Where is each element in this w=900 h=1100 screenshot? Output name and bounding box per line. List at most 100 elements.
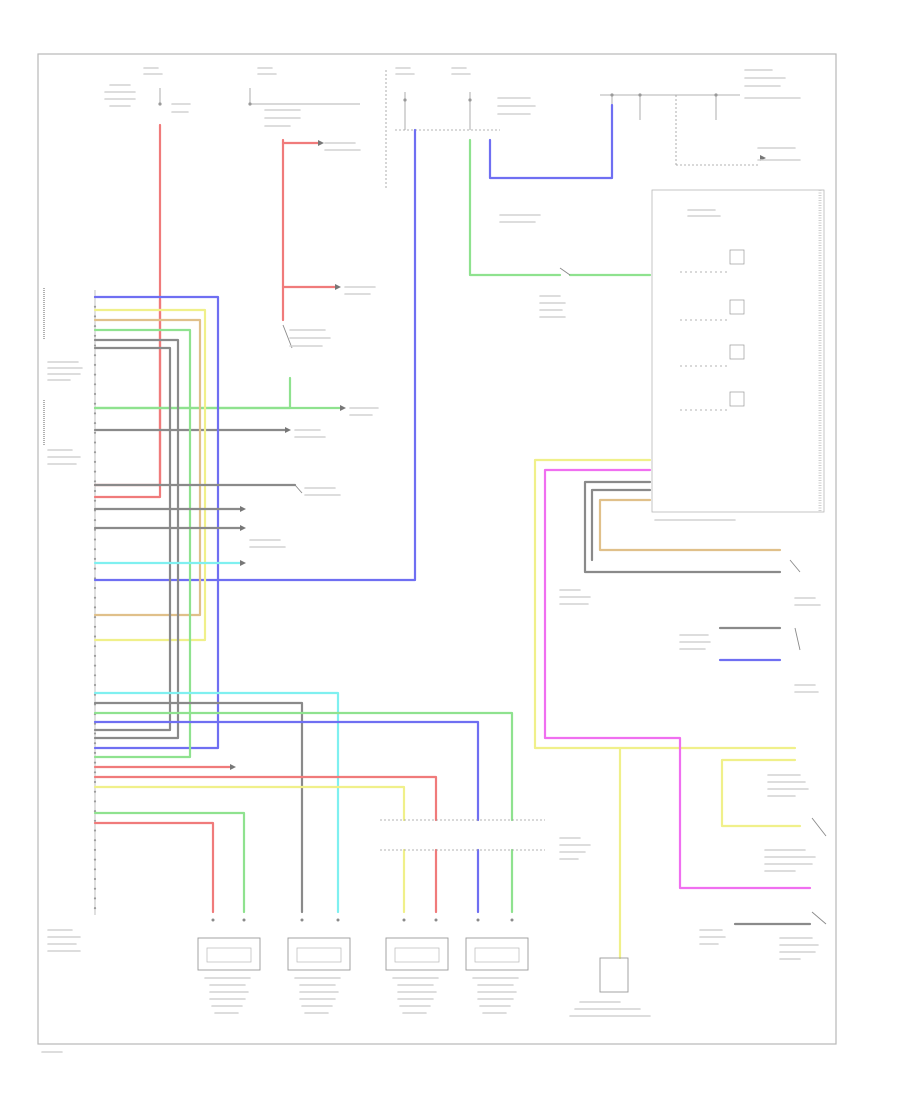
- ecu-pin: [93, 761, 97, 764]
- ecu-pin: [93, 858, 97, 861]
- ecu-pin: [93, 422, 97, 425]
- ecu-pin: [93, 519, 97, 522]
- ecu-pin: [93, 325, 97, 328]
- wire-magenta-right: [543, 468, 812, 890]
- wire-red-rr: [93, 821, 215, 914]
- ecu-pin: [93, 538, 97, 541]
- wire-yellow-right: [533, 458, 797, 750]
- wire-red-power-2: [93, 298, 162, 499]
- ecu-pin: [93, 800, 97, 803]
- ecu-pin: [93, 693, 97, 696]
- wire-yellow-lower-2: [720, 758, 802, 828]
- ecu-pin: [93, 431, 97, 434]
- ecu-pin: [93, 790, 97, 793]
- sensor-lf: [385, 937, 449, 971]
- fuse-symbols: [158, 93, 718, 106]
- control-module-internals: [680, 249, 745, 411]
- ecu-pin: [93, 499, 97, 502]
- ecu-pin: [93, 742, 97, 745]
- ecu-pin: [93, 654, 97, 658]
- sensor-pins: [211, 918, 514, 922]
- wire-green-brake: [93, 376, 292, 410]
- sensor-lr: [287, 937, 351, 971]
- wire-green-bundle: [93, 328, 192, 759]
- ecu-pin: [93, 470, 97, 473]
- ecu-pins: [93, 295, 97, 910]
- ecu-pin: [93, 625, 97, 628]
- ecu-pin: [93, 577, 97, 580]
- ecu-pin: [93, 810, 97, 813]
- ecu-pin: [93, 596, 97, 599]
- diagram-frame: [37, 53, 837, 1045]
- ecu-pin: [93, 732, 97, 735]
- power-distribution-section: [159, 70, 760, 190]
- ecu-connector-block: [43, 288, 96, 915]
- ecu-pin: [93, 489, 97, 493]
- brake-fluid-switch: [599, 957, 629, 993]
- wire-orange-bundle: [93, 318, 202, 617]
- ecu-pin: [93, 839, 97, 842]
- ecu-pin: [93, 635, 97, 638]
- wire-red-lower-1: [93, 775, 438, 822]
- junction-connector: [380, 819, 545, 851]
- ecu-pin: [93, 441, 97, 444]
- wire-blue-main: [93, 128, 417, 582]
- ecu-pin: [93, 722, 97, 725]
- ecu-pin: [93, 616, 97, 619]
- ecu-pin: [93, 877, 97, 881]
- wire-gray-right: [583, 480, 782, 574]
- ecu-pin: [93, 868, 97, 871]
- wire-blue-top-right: [488, 103, 614, 180]
- ecu-pin: [93, 354, 97, 357]
- wire-orange-right: [598, 498, 782, 552]
- ecu-pin: [93, 315, 97, 318]
- ecu-pin: [93, 460, 97, 463]
- ecu-pin: [93, 606, 97, 609]
- control-module-box: [651, 189, 825, 513]
- ecu-pin: [93, 683, 97, 687]
- wire-yellow-lower-ecu: [93, 785, 406, 822]
- ecu-pin: [93, 373, 97, 376]
- sensor-rr: [197, 937, 261, 971]
- connection-arrows: [230, 140, 766, 770]
- wire-gray-lower: [93, 701, 304, 914]
- ecu-pin: [93, 751, 97, 755]
- wire-blue-bundle: [93, 295, 220, 750]
- ecu-pin: [93, 548, 97, 551]
- sensor-rf: [465, 937, 529, 971]
- ecu-pin: [93, 334, 97, 337]
- ecu-pin: [93, 819, 97, 822]
- ecu-pin: [93, 771, 97, 774]
- ecu-pin: [93, 451, 97, 454]
- ecu-pin: [93, 392, 97, 396]
- wheel-speed-sensors: [197, 937, 529, 971]
- ecu-pin: [93, 402, 97, 405]
- wire-green-lower-1: [93, 711, 514, 822]
- ecu-pin: [93, 412, 97, 415]
- switch-symbols: [282, 267, 827, 925]
- wire-cyan-lower: [93, 691, 340, 914]
- ecu-pin: [93, 567, 97, 570]
- ecu-pin: [93, 586, 97, 590]
- ecu-pin: [93, 829, 97, 832]
- ecu-pin: [93, 664, 97, 667]
- ecu-pin: [93, 897, 97, 900]
- ecu-pin: [93, 528, 97, 531]
- wire-gray-bundle-2: [93, 346, 172, 732]
- ecu-pin: [93, 557, 97, 561]
- ecu-pin: [93, 848, 97, 852]
- ecu-pin: [93, 383, 97, 386]
- wire-yellow-bundle: [93, 308, 207, 642]
- ecu-pin: [93, 344, 97, 347]
- wire-gray-bundle-1: [93, 338, 180, 740]
- ecu-pin: [93, 645, 97, 648]
- wires: [93, 103, 812, 960]
- wire-blue-lower-1: [93, 720, 480, 822]
- ecu-pin: [93, 480, 97, 483]
- ecu-pin: [93, 305, 97, 308]
- ecu-pin: [93, 674, 97, 677]
- wire-green-right: [468, 138, 562, 277]
- ecu-pin: [93, 887, 97, 890]
- ecu-pin: [93, 363, 97, 366]
